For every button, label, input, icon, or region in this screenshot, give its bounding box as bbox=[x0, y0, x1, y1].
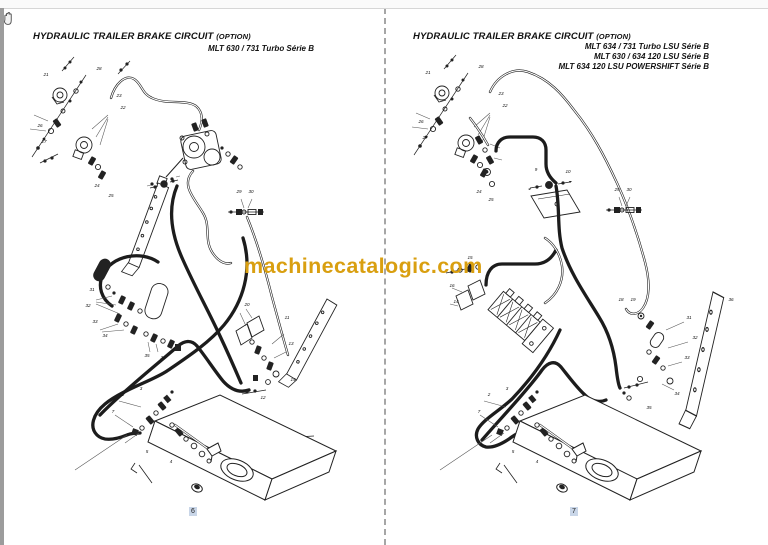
svg-text:3: 3 bbox=[140, 386, 143, 391]
svg-text:26: 26 bbox=[36, 123, 43, 128]
svg-text:32: 32 bbox=[692, 335, 698, 340]
svg-text:18: 18 bbox=[618, 297, 624, 302]
svg-text:27: 27 bbox=[421, 135, 428, 140]
page-number[interactable]: 6 bbox=[189, 507, 197, 516]
svg-text:33: 33 bbox=[92, 319, 98, 324]
title-text: HYDRAULIC TRAILER BRAKE CIRCUIT bbox=[413, 31, 594, 42]
svg-text:31: 31 bbox=[89, 287, 95, 292]
svg-text:34: 34 bbox=[674, 391, 680, 396]
svg-text:35: 35 bbox=[144, 353, 150, 358]
page-title: HYDRAULIC TRAILER BRAKE CIRCUIT (OPTION) bbox=[33, 31, 251, 42]
page-left: HYDRAULIC TRAILER BRAKE CIRCUIT (OPTION)… bbox=[4, 8, 384, 545]
svg-text:21: 21 bbox=[424, 70, 431, 75]
valve-block bbox=[487, 288, 555, 354]
svg-text:14: 14 bbox=[453, 299, 459, 304]
viewer-top-edge bbox=[0, 0, 768, 9]
svg-text:22: 22 bbox=[501, 103, 508, 108]
viewer-left-edge-bar bbox=[0, 8, 4, 545]
fittings-cluster-mid-right bbox=[445, 263, 486, 311]
svg-text:14: 14 bbox=[290, 377, 296, 382]
model-line: MLT 630 / 731 Turbo Série B bbox=[208, 44, 314, 53]
svg-text:21: 21 bbox=[42, 72, 49, 77]
title-option-suffix: (OPTION) bbox=[596, 32, 631, 41]
svg-text:35: 35 bbox=[646, 405, 652, 410]
model-line: MLT 634 120 LSU POWERSHIFT Série B bbox=[558, 62, 709, 71]
svg-text:25: 25 bbox=[487, 197, 494, 202]
svg-text:23: 23 bbox=[497, 91, 504, 96]
svg-text:26: 26 bbox=[417, 119, 424, 124]
accumulator-cluster bbox=[93, 258, 181, 353]
svg-text:4: 4 bbox=[170, 459, 173, 464]
svg-text:23: 23 bbox=[115, 93, 122, 98]
page-number[interactable]: 7 bbox=[570, 507, 578, 516]
fittings-cluster-right bbox=[623, 312, 689, 391]
svg-text:24: 24 bbox=[475, 189, 482, 194]
svg-text:15: 15 bbox=[467, 255, 473, 260]
svg-text:27: 27 bbox=[40, 139, 47, 144]
svg-text:36: 36 bbox=[728, 297, 734, 302]
svg-text:5: 5 bbox=[146, 449, 149, 454]
svg-text:30: 30 bbox=[248, 189, 254, 194]
svg-text:13: 13 bbox=[288, 341, 294, 346]
svg-text:7: 7 bbox=[112, 409, 115, 414]
svg-text:30: 30 bbox=[626, 187, 632, 192]
hand-grab-cursor-icon bbox=[3, 12, 12, 25]
model-list: MLT 630 / 731 Turbo Série B bbox=[208, 44, 314, 54]
svg-text:12: 12 bbox=[260, 395, 266, 400]
svg-text:33: 33 bbox=[684, 355, 690, 360]
title-text: HYDRAULIC TRAILER BRAKE CIRCUIT bbox=[33, 31, 214, 42]
svg-text:5: 5 bbox=[512, 449, 515, 454]
watermark-text: machinecatalogic.com bbox=[244, 254, 483, 278]
svg-text:28: 28 bbox=[95, 66, 102, 71]
page-title: HYDRAULIC TRAILER BRAKE CIRCUIT (OPTION) bbox=[413, 31, 631, 42]
svg-text:2: 2 bbox=[487, 392, 491, 397]
page-right: HYDRAULIC TRAILER BRAKE CIRCUIT (OPTION)… bbox=[386, 8, 768, 545]
svg-text:3: 3 bbox=[506, 386, 509, 391]
diagram-left: 2128262723222425293031323334353620111312… bbox=[30, 57, 339, 501]
svg-text:9: 9 bbox=[535, 167, 538, 172]
svg-text:7: 7 bbox=[478, 409, 481, 414]
svg-text:24: 24 bbox=[93, 183, 100, 188]
svg-text:4: 4 bbox=[536, 459, 539, 464]
svg-text:2: 2 bbox=[121, 392, 125, 397]
svg-text:34: 34 bbox=[102, 333, 108, 338]
svg-text:32: 32 bbox=[85, 303, 91, 308]
svg-text:29: 29 bbox=[613, 187, 620, 192]
svg-text:11: 11 bbox=[285, 315, 290, 320]
svg-text:22: 22 bbox=[119, 105, 126, 110]
lower-fitting-cluster-left bbox=[235, 308, 287, 395]
svg-text:36: 36 bbox=[160, 355, 166, 360]
svg-text:16: 16 bbox=[449, 283, 455, 288]
model-line: MLT 630 / 634 120 LSU Série B bbox=[593, 52, 709, 61]
rail-top-fitting-left bbox=[149, 178, 179, 190]
svg-text:20: 20 bbox=[243, 302, 250, 307]
svg-text:28: 28 bbox=[477, 64, 484, 69]
svg-text:29: 29 bbox=[235, 189, 242, 194]
model-line: MLT 634 / 731 Turbo LSU Série B bbox=[584, 42, 709, 51]
center-fold-divider bbox=[384, 8, 386, 545]
svg-text:31: 31 bbox=[686, 315, 692, 320]
svg-text:25: 25 bbox=[107, 193, 114, 198]
model-list: MLT 634 / 731 Turbo LSU Série B MLT 630 … bbox=[558, 42, 709, 72]
diagram-right: 2128262723222425293091015161431323334351… bbox=[412, 55, 734, 501]
svg-text:19: 19 bbox=[630, 297, 636, 302]
svg-text:10: 10 bbox=[565, 169, 571, 174]
title-option-suffix: (OPTION) bbox=[216, 32, 251, 41]
